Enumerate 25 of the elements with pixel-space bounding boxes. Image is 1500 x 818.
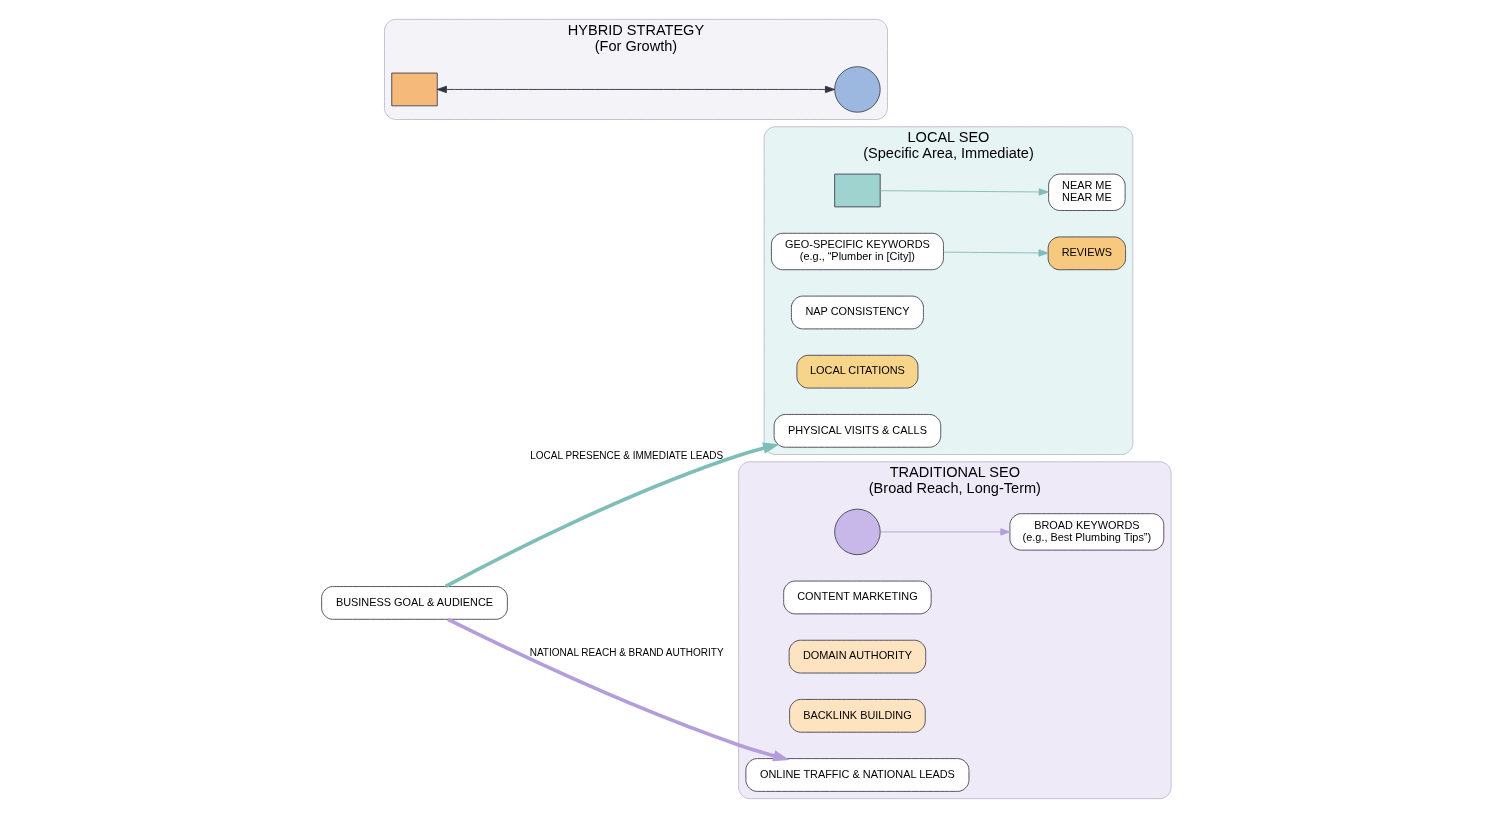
cluster: HYBRID STRATEGY (For Growth)	[384, 18, 888, 120]
edge-label: NATIONAL REACH & BRAND AUTHORITY	[529, 646, 724, 658]
node-box: NEAR ME NEAR ME	[1048, 173, 1126, 211]
arrow	[880, 188, 1049, 196]
node-box: GEO-SPECIFIC KEYWORDS (e.g., “Plumber in [City])	[770, 232, 944, 271]
node-box: BUSINESS GOAL & AUDIENCE	[321, 586, 508, 620]
arrow	[436, 85, 835, 94]
node-box: NAP CONSISTENCY	[790, 295, 924, 330]
node-box: BROAD KEYWORDS (e.g., Best Plumbing Tips”)	[1009, 513, 1165, 551]
node-box: CONTENT MARKETING	[783, 580, 932, 615]
node-box: REVIEWS	[1047, 236, 1126, 271]
arrow	[880, 528, 1011, 536]
node-circle	[834, 508, 881, 556]
node-box	[391, 72, 438, 107]
node-box: BACKLINK BUILDING	[789, 698, 926, 733]
node-box: PHYSICAL VISITS & CALLS	[773, 414, 942, 448]
node-circle	[834, 66, 881, 113]
node-box: DOMAIN AUTHORITY	[788, 639, 927, 674]
node-box: ONLINE TRAFFIC & NATIONAL LEADS	[745, 758, 970, 792]
arrow	[447, 617, 790, 762]
arrow	[444, 442, 780, 588]
node-box	[834, 173, 881, 208]
arrow	[943, 249, 1049, 257]
node-box: LOCAL CITATIONS	[796, 354, 919, 389]
edge-label: LOCAL PRESENCE & IMMEDIATE LEADS	[530, 449, 724, 461]
